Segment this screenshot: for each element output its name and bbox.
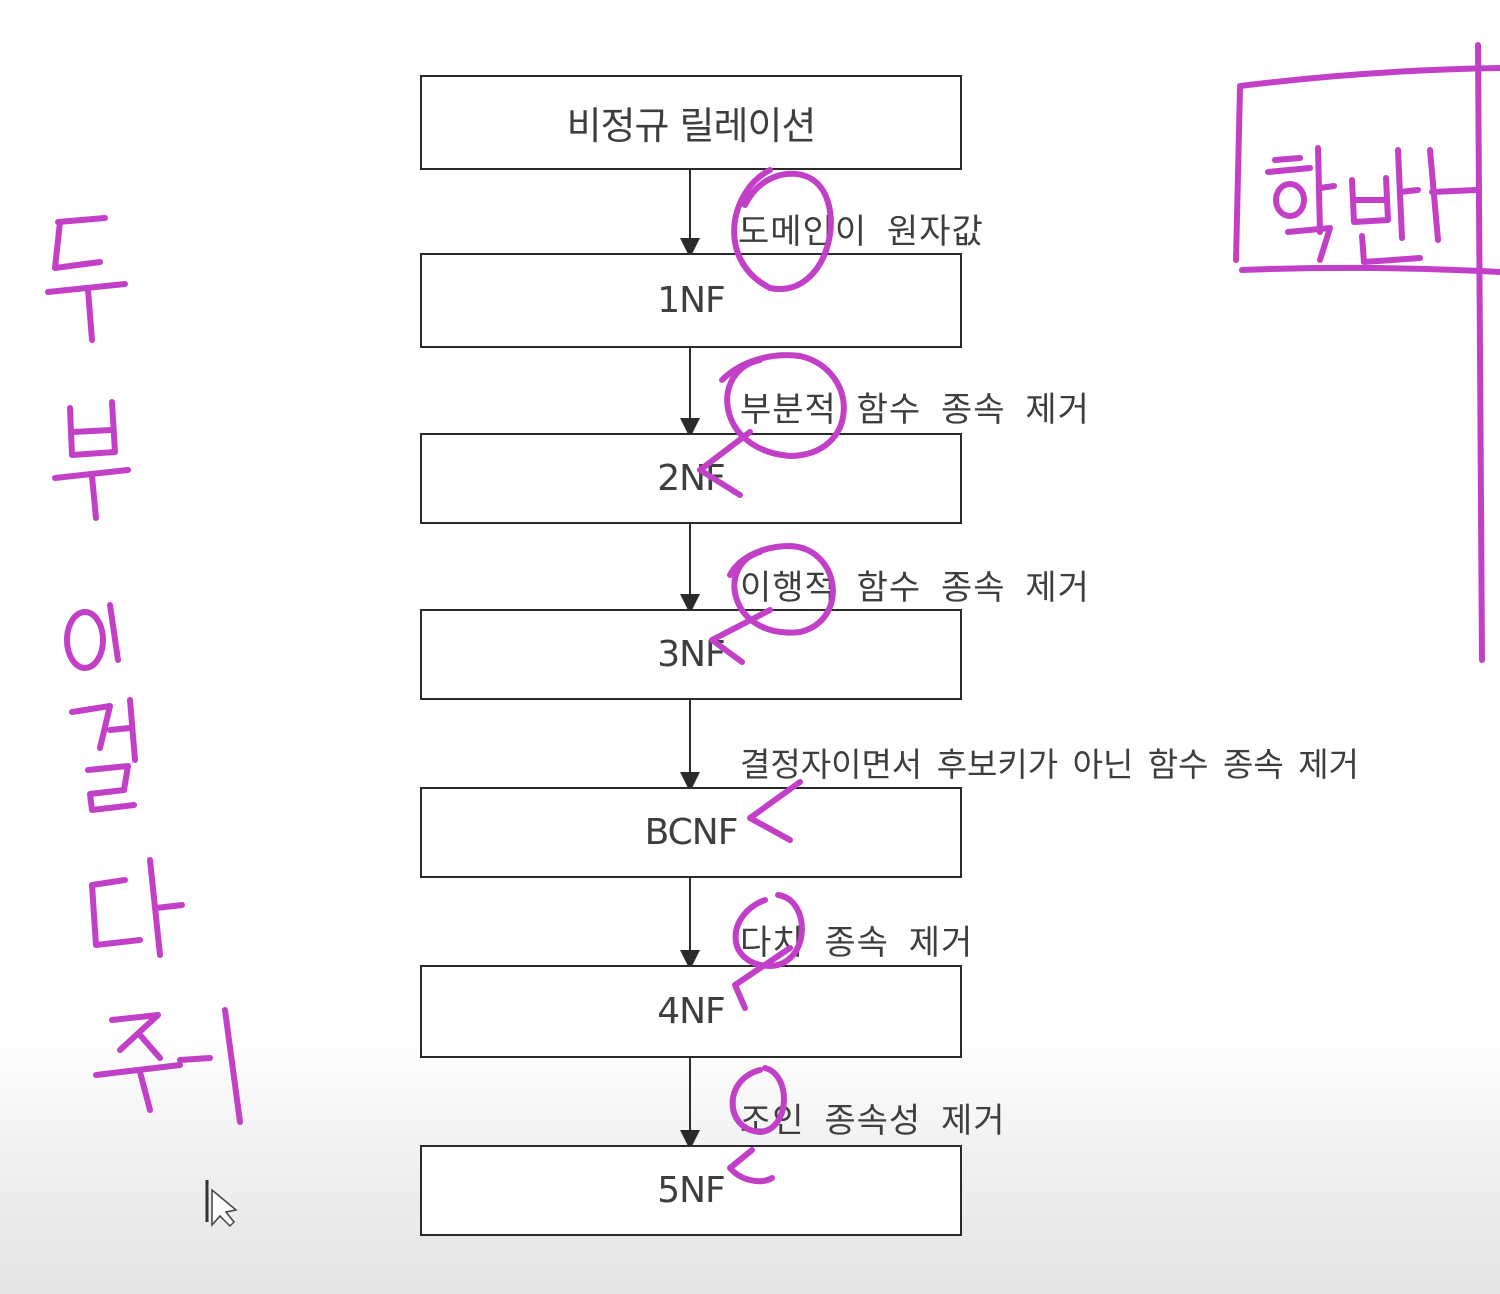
stage-label: BCNF [644, 812, 739, 853]
handwriting-student-id [1233, 42, 1500, 663]
stage-4nf: 4NF [420, 965, 962, 1058]
step-label-multivalued-dependency: 다치 종속 제거 [740, 923, 974, 963]
stage-label: 1NF [657, 280, 726, 321]
step-label-domain-atomic: 도메인이 원자값 [738, 212, 984, 252]
stage-label: 2NF [657, 458, 726, 499]
handwriting-left-mnemonic [45, 215, 243, 1125]
stage-unnormalized: 비정규 릴레이션 [420, 75, 962, 170]
stage-3nf: 3NF [420, 609, 962, 700]
stage-label: 4NF [657, 991, 726, 1032]
stage-label: 비정규 릴레이션 [566, 104, 817, 148]
stage-2nf: 2NF [420, 433, 962, 524]
step-label-determinant-not-candidate-key: 결정자이면서 후보키가 아닌 함수 종속 제거 [740, 745, 1359, 784]
stage-1nf: 1NF [420, 253, 962, 348]
stage-5nf: 5NF [420, 1145, 962, 1236]
step-label-transitive-dependency: 이행적 함수 종속 제거 [740, 568, 1090, 608]
stage-bcnf: BCNF [420, 787, 962, 878]
step-label-join-dependency: 조인 종속성 제거 [740, 1101, 1006, 1141]
stage-label: 3NF [657, 634, 726, 675]
stage-label: 5NF [657, 1170, 726, 1211]
step-label-partial-dependency: 부분적 함수 종속 제거 [740, 390, 1090, 430]
